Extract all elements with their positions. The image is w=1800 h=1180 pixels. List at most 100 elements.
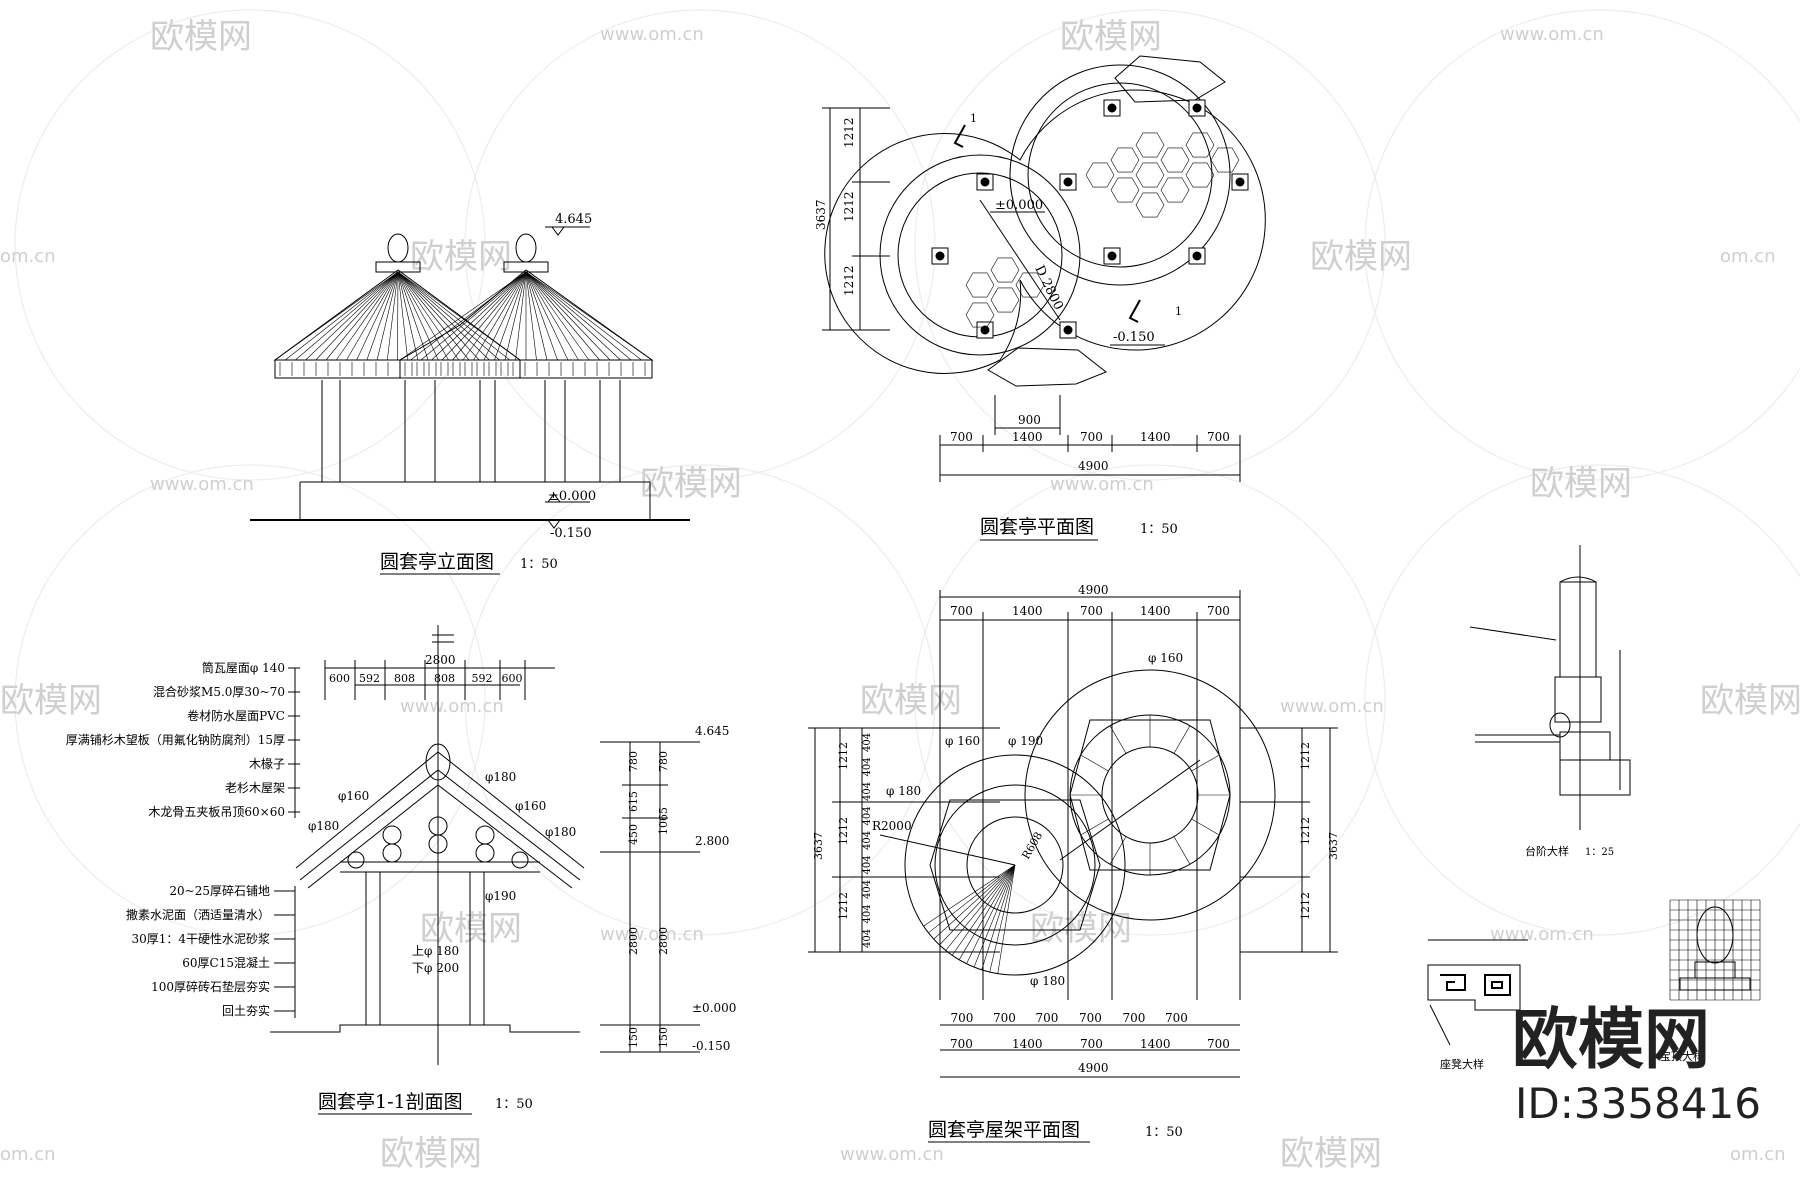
watermark-brand: 欧模网 xyxy=(1530,464,1632,504)
section-top-dim: 592 xyxy=(359,672,380,685)
column-label: 下φ 200 xyxy=(412,961,459,975)
plan-dim-sub: 900 xyxy=(1018,413,1041,427)
rf-dim-bottom-small: 700 xyxy=(1036,1011,1059,1025)
rf-dim-bottom: 1400 xyxy=(1140,1037,1171,1051)
plan-dim-left: 1212 xyxy=(842,117,856,148)
watermark-url: www.om.cn xyxy=(600,924,704,945)
section-dim: 150 xyxy=(627,1027,640,1048)
rf-dim-right: 1212 xyxy=(1299,892,1312,920)
rf-label: φ 190 xyxy=(1008,734,1043,748)
rf-dim-top-total: 4900 xyxy=(1078,583,1109,597)
plan-level-outer: -0.150 xyxy=(1113,330,1155,345)
rf-label: φ 160 xyxy=(1148,651,1183,665)
watermark-brand: 欧模网 xyxy=(1310,237,1412,277)
section-span: 2800 xyxy=(425,653,456,667)
watermark-brand: 欧模网 xyxy=(410,237,512,277)
roof-layer-label: 筒瓦屋面φ 140 xyxy=(202,660,285,675)
column-marker-dot xyxy=(980,177,990,187)
level-top: 4.645 xyxy=(555,212,592,227)
section-scale: 1：50 xyxy=(495,1097,533,1112)
section-level: 4.645 xyxy=(695,724,729,738)
member-label: φ180 xyxy=(485,770,516,784)
rf-dim-right-total: 3637 xyxy=(1327,832,1340,860)
roof-layer-label: 厚满铺杉木望板（用氟化钠防腐剂）15厚 xyxy=(66,732,285,747)
column-marker-dot xyxy=(1235,177,1245,187)
watermark-logo: 欧模网 xyxy=(1512,1001,1710,1078)
rf-dim-right: 1212 xyxy=(1299,742,1312,770)
section-level: ±0.000 xyxy=(692,1001,736,1015)
rf-dim-left: 1212 xyxy=(837,742,850,770)
floor-layer-label: 60厚C15混凝土 xyxy=(182,955,270,970)
member-label: φ160 xyxy=(515,799,546,813)
watermark-layer: 欧模网 欧模网 www.om.cn www.om.cn 欧模网 欧模网 om.c… xyxy=(0,9,1800,1174)
rf-dim-bottom-total: 4900 xyxy=(1078,1061,1109,1075)
rf-dim-left-total: 3637 xyxy=(812,832,825,860)
rf-dim-top: 700 xyxy=(1207,604,1230,618)
rf-dim-bottom: 700 xyxy=(1080,1037,1103,1051)
rf-dim-bottom-small: 700 xyxy=(1123,1011,1146,1025)
plan-scale: 1：50 xyxy=(1140,522,1178,537)
rf-dim-bottom: 1400 xyxy=(1012,1037,1043,1051)
watermark-url: www.om.cn xyxy=(150,474,254,495)
rail-detail: 座凳大样 xyxy=(1427,939,1528,1071)
section-marker: 1 xyxy=(1175,305,1182,318)
plan-title: 圆套亭平面图 xyxy=(980,516,1094,538)
plan-level-inner: ±0.000 xyxy=(995,198,1043,213)
plan-dim-bottom: 1400 xyxy=(1140,430,1171,444)
section-dim: 780 xyxy=(627,751,640,772)
step-detail-scale: 1：25 xyxy=(1585,847,1614,858)
section-marker: 1 xyxy=(970,112,977,125)
watermark-brand: 欧模网 xyxy=(0,681,102,721)
column-marker-dot xyxy=(935,251,945,261)
column-marker-dot xyxy=(1063,177,1073,187)
floor-layer-label: 30厚1：4干硬性水泥砂浆 xyxy=(131,931,270,946)
rf-dim-left-small: 404 xyxy=(862,880,873,899)
roof-layer-label: 混合砂浆M5.0厚30~70 xyxy=(153,684,285,699)
watermark-brand: 欧模网 xyxy=(1280,1134,1382,1174)
rf-dim-bottom-small: 700 xyxy=(1079,1011,1102,1025)
rf-dim-left-small: 404 xyxy=(862,733,873,752)
member-label: φ180 xyxy=(308,819,339,833)
plan-drawing: D 2800 ±0.000 -0.150 1 1 1212 1212 1212 … xyxy=(814,55,1266,482)
watermark-url: www.om.cn xyxy=(1500,24,1604,45)
section-dim: 780 xyxy=(657,751,670,772)
section-top-dim: 600 xyxy=(329,672,350,685)
step-detail: 台阶大样 1：25 xyxy=(1469,545,1631,858)
roof-layer-label: 木龙骨五夹板吊顶60×60 xyxy=(148,805,285,819)
watermark-brand: 欧模网 xyxy=(1700,681,1800,721)
section-dim: 615 xyxy=(627,791,640,812)
watermark-brand: 欧模网 xyxy=(640,464,742,504)
rf-dim-top: 1400 xyxy=(1012,604,1043,618)
watermark-url: om.cn xyxy=(1720,246,1776,267)
watermark-url: om.cn xyxy=(0,246,56,267)
rf-dim-left: 1212 xyxy=(837,817,850,845)
plan-dim-left-total: 3637 xyxy=(814,199,828,230)
section-top-dim: 600 xyxy=(502,672,523,685)
watermark-brand: 欧模网 xyxy=(1060,17,1162,57)
roof-layer-label: 老杉木屋架 xyxy=(225,781,285,795)
section-title: 圆套亭1-1剖面图 xyxy=(318,1091,463,1113)
rf-dim-left-small: 404 xyxy=(862,782,873,801)
section-level: 2.800 xyxy=(695,834,729,848)
ornament-detail: 宝顶大样 xyxy=(1660,899,1761,1063)
rf-dim-top: 1400 xyxy=(1140,604,1171,618)
watermark-brand: 欧模网 xyxy=(1030,909,1132,949)
rf-label: φ 180 xyxy=(886,784,921,798)
floor-layer-label: 100厚碎砖石垫层夯实 xyxy=(151,979,270,994)
column-label: 上φ 180 xyxy=(412,944,459,958)
section-dim: 150 xyxy=(657,1027,670,1048)
rf-dim-left-small: 404 xyxy=(862,929,873,948)
section-top-dim: 808 xyxy=(394,672,415,685)
watermark-url: www.om.cn xyxy=(1050,474,1154,495)
watermark-brand: 欧模网 xyxy=(380,1134,482,1174)
rf-dim-left: 1212 xyxy=(837,892,850,920)
watermark-url: www.om.cn xyxy=(840,1144,944,1165)
watermark-url: www.om.cn xyxy=(400,696,504,717)
rf-dim-top: 700 xyxy=(950,604,973,618)
section-level: -0.150 xyxy=(692,1039,730,1053)
plan-dim-total: 4900 xyxy=(1078,459,1109,473)
watermark-brand: 欧模网 xyxy=(860,681,962,721)
